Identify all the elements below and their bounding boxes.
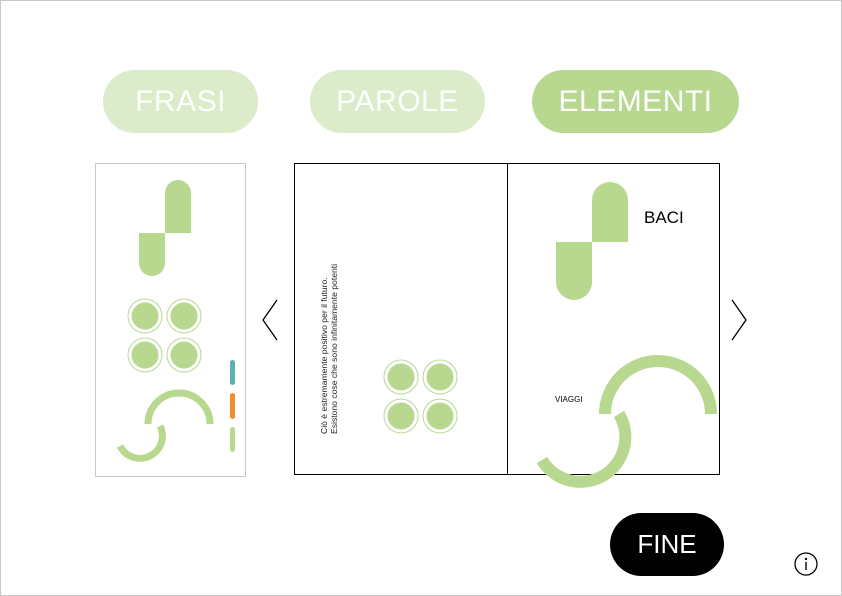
- tab-parole[interactable]: PAROLE: [310, 70, 485, 133]
- book-spine: [507, 164, 508, 474]
- tab-frasi[interactable]: FRASI: [103, 70, 258, 133]
- chevron-right-icon[interactable]: [729, 298, 749, 342]
- book-spread: Ciò è estremamente positivo per il futur…: [294, 163, 720, 475]
- label-viaggi: VIAGGI: [555, 395, 583, 404]
- fine-button[interactable]: FINE: [610, 513, 724, 576]
- elements-panel: [95, 163, 246, 477]
- tab-elementi[interactable]: ELEMENTI: [532, 70, 739, 133]
- label-baci: BACI: [644, 208, 684, 227]
- info-icon[interactable]: [794, 552, 818, 576]
- chevron-left-icon[interactable]: [260, 298, 280, 342]
